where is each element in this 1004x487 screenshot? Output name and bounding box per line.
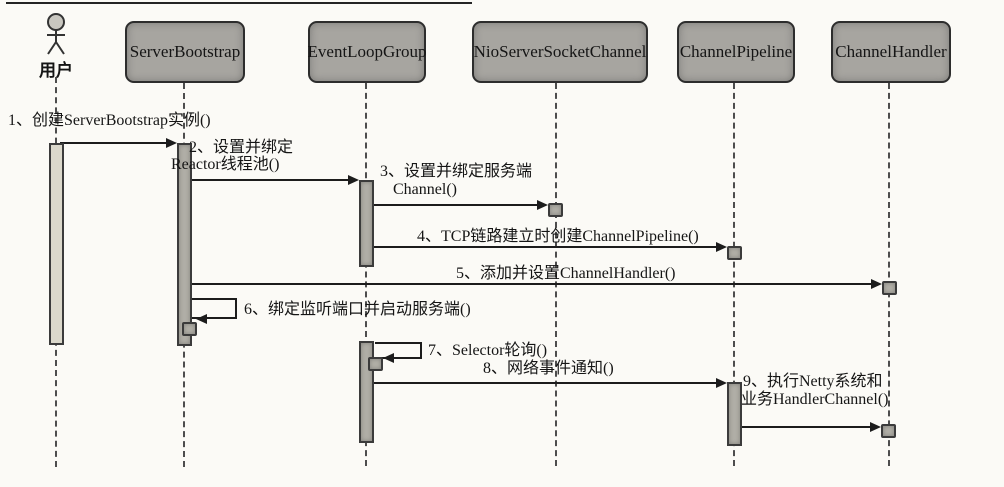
activation-channelpipeline bbox=[727, 382, 742, 446]
actor-user-icon bbox=[47, 13, 65, 55]
lifeline-channelhandler bbox=[888, 83, 890, 466]
lifeline-nioserversocketchannel bbox=[555, 83, 557, 466]
message-7-arrowhead-icon bbox=[383, 353, 394, 363]
activation-channelpipeline-msg4 bbox=[727, 246, 742, 260]
message-8-arrowhead-icon bbox=[716, 378, 727, 388]
page-top-rule bbox=[6, 2, 472, 4]
activation-nioserversocketchannel-msg3 bbox=[548, 203, 563, 217]
activation-eventloopgroup-msg7-return bbox=[368, 357, 383, 371]
message-3-label-line2: Channel() bbox=[393, 181, 457, 198]
activation-serverbootstrap bbox=[177, 143, 192, 346]
message-9-label-line2: 业务HandlerChannel() bbox=[741, 391, 889, 408]
participant-box-channelhandler: ChannelHandler bbox=[831, 21, 951, 83]
participant-label-channelhandler: ChannelHandler bbox=[835, 42, 947, 61]
activation-channelhandler-msg5 bbox=[882, 281, 897, 295]
message-5-label: 5、添加并设置ChannelHandler() bbox=[456, 265, 676, 282]
participant-box-nioserversocketchannel: NioServerSocketChannel bbox=[472, 21, 648, 83]
participant-label-nioserversocketchannel: NioServerSocketChannel bbox=[473, 42, 647, 61]
message-3-arrow bbox=[374, 204, 538, 206]
message-9-arrow bbox=[742, 426, 871, 428]
message-2-arrow bbox=[192, 179, 349, 181]
activation-eventloopgroup-1 bbox=[359, 180, 374, 267]
message-2-label-line2: Reactor线程池() bbox=[171, 156, 280, 173]
message-8-label: 8、网络事件通知() bbox=[483, 360, 614, 377]
message-7-self-loop bbox=[375, 342, 422, 359]
message-6-arrowhead-icon bbox=[196, 314, 207, 324]
participant-box-channelpipeline: ChannelPipeline bbox=[677, 21, 795, 83]
message-4-label: 4、TCP链路建立时创建ChannelPipeline() bbox=[417, 228, 699, 245]
message-1-arrowhead-icon bbox=[166, 138, 177, 148]
message-3-arrowhead-icon bbox=[537, 200, 548, 210]
message-2-arrowhead-icon bbox=[348, 175, 359, 185]
message-6-self-loop bbox=[192, 298, 237, 319]
message-5-arrowhead-icon bbox=[871, 279, 882, 289]
participant-label-channelpipeline: ChannelPipeline bbox=[679, 42, 793, 61]
message-1-arrow bbox=[60, 142, 168, 144]
lifeline-eventloopgroup bbox=[365, 83, 367, 466]
message-3-label-line1: 3、设置并绑定服务端 bbox=[380, 163, 533, 180]
message-6-label: 6、绑定监听端口并启动服务端() bbox=[244, 301, 471, 318]
message-9-arrowhead-icon bbox=[870, 422, 881, 432]
participant-box-serverbootstrap: ServerBootstrap bbox=[125, 21, 245, 83]
message-4-arrow bbox=[374, 246, 717, 248]
message-5-arrow bbox=[192, 283, 871, 285]
activation-channelhandler-msg9 bbox=[881, 424, 896, 438]
message-8-arrow bbox=[374, 382, 717, 384]
message-2-label-line1: 2、设置并绑定 bbox=[189, 139, 294, 156]
message-1-label: 1、创建ServerBootstrap实例() bbox=[8, 112, 211, 129]
participant-box-eventloopgroup: EventLoopGroup bbox=[307, 21, 427, 83]
participant-label-eventloopgroup: EventLoopGroup bbox=[307, 42, 427, 61]
message-4-arrowhead-icon bbox=[716, 242, 727, 252]
message-7-label: 7、Selector轮询() bbox=[428, 342, 548, 359]
message-9-label-line1: 9、执行Netty系统和 bbox=[743, 373, 883, 390]
activation-user bbox=[49, 143, 64, 345]
participant-label-serverbootstrap: ServerBootstrap bbox=[129, 42, 241, 61]
activation-serverbootstrap-msg6-return bbox=[182, 322, 197, 336]
participant-label-user: 用户 bbox=[39, 61, 73, 80]
lifeline-channelpipeline bbox=[733, 83, 735, 466]
